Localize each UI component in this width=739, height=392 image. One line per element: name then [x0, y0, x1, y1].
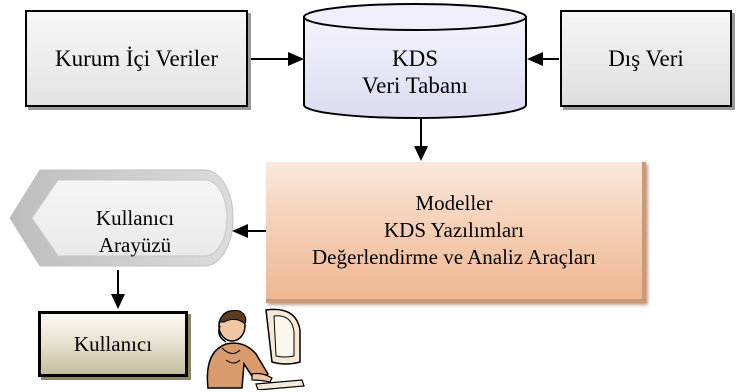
arrow-models-to-interface [232, 224, 266, 238]
arrow-internal-to-database [249, 52, 304, 66]
external-data-box: Dış Veri [560, 10, 732, 107]
user-label: Kullanıcı [73, 331, 153, 356]
arrow-external-to-database [527, 52, 559, 66]
user-box: Kullanıcı [38, 311, 188, 377]
internal-data-label: Kurum İçi Veriler [54, 45, 219, 71]
database-cylinder [303, 3, 527, 119]
arrow-interface-to-user [111, 270, 125, 309]
database-label-area: KDS Veri Tabanı [306, 30, 524, 114]
user-interface-label: Kullanıcı Arayüzü [95, 206, 175, 257]
models-label: Modeller KDS Yazılımları Değerlendirme v… [312, 191, 596, 269]
internal-data-box: Kurum İçi Veriler [25, 10, 248, 107]
arrow-database-to-models [414, 118, 428, 161]
database-label: KDS Veri Tabanı [362, 46, 468, 98]
models-box: Modeller KDS Yazılımları Değerlendirme v… [266, 162, 646, 303]
user-interface-label-area: Kullanıcı Arayüzü [60, 196, 210, 268]
user-interface-shape [9, 169, 234, 267]
external-data-label: Dış Veri [608, 45, 684, 71]
person-at-computer-icon [206, 308, 305, 390]
